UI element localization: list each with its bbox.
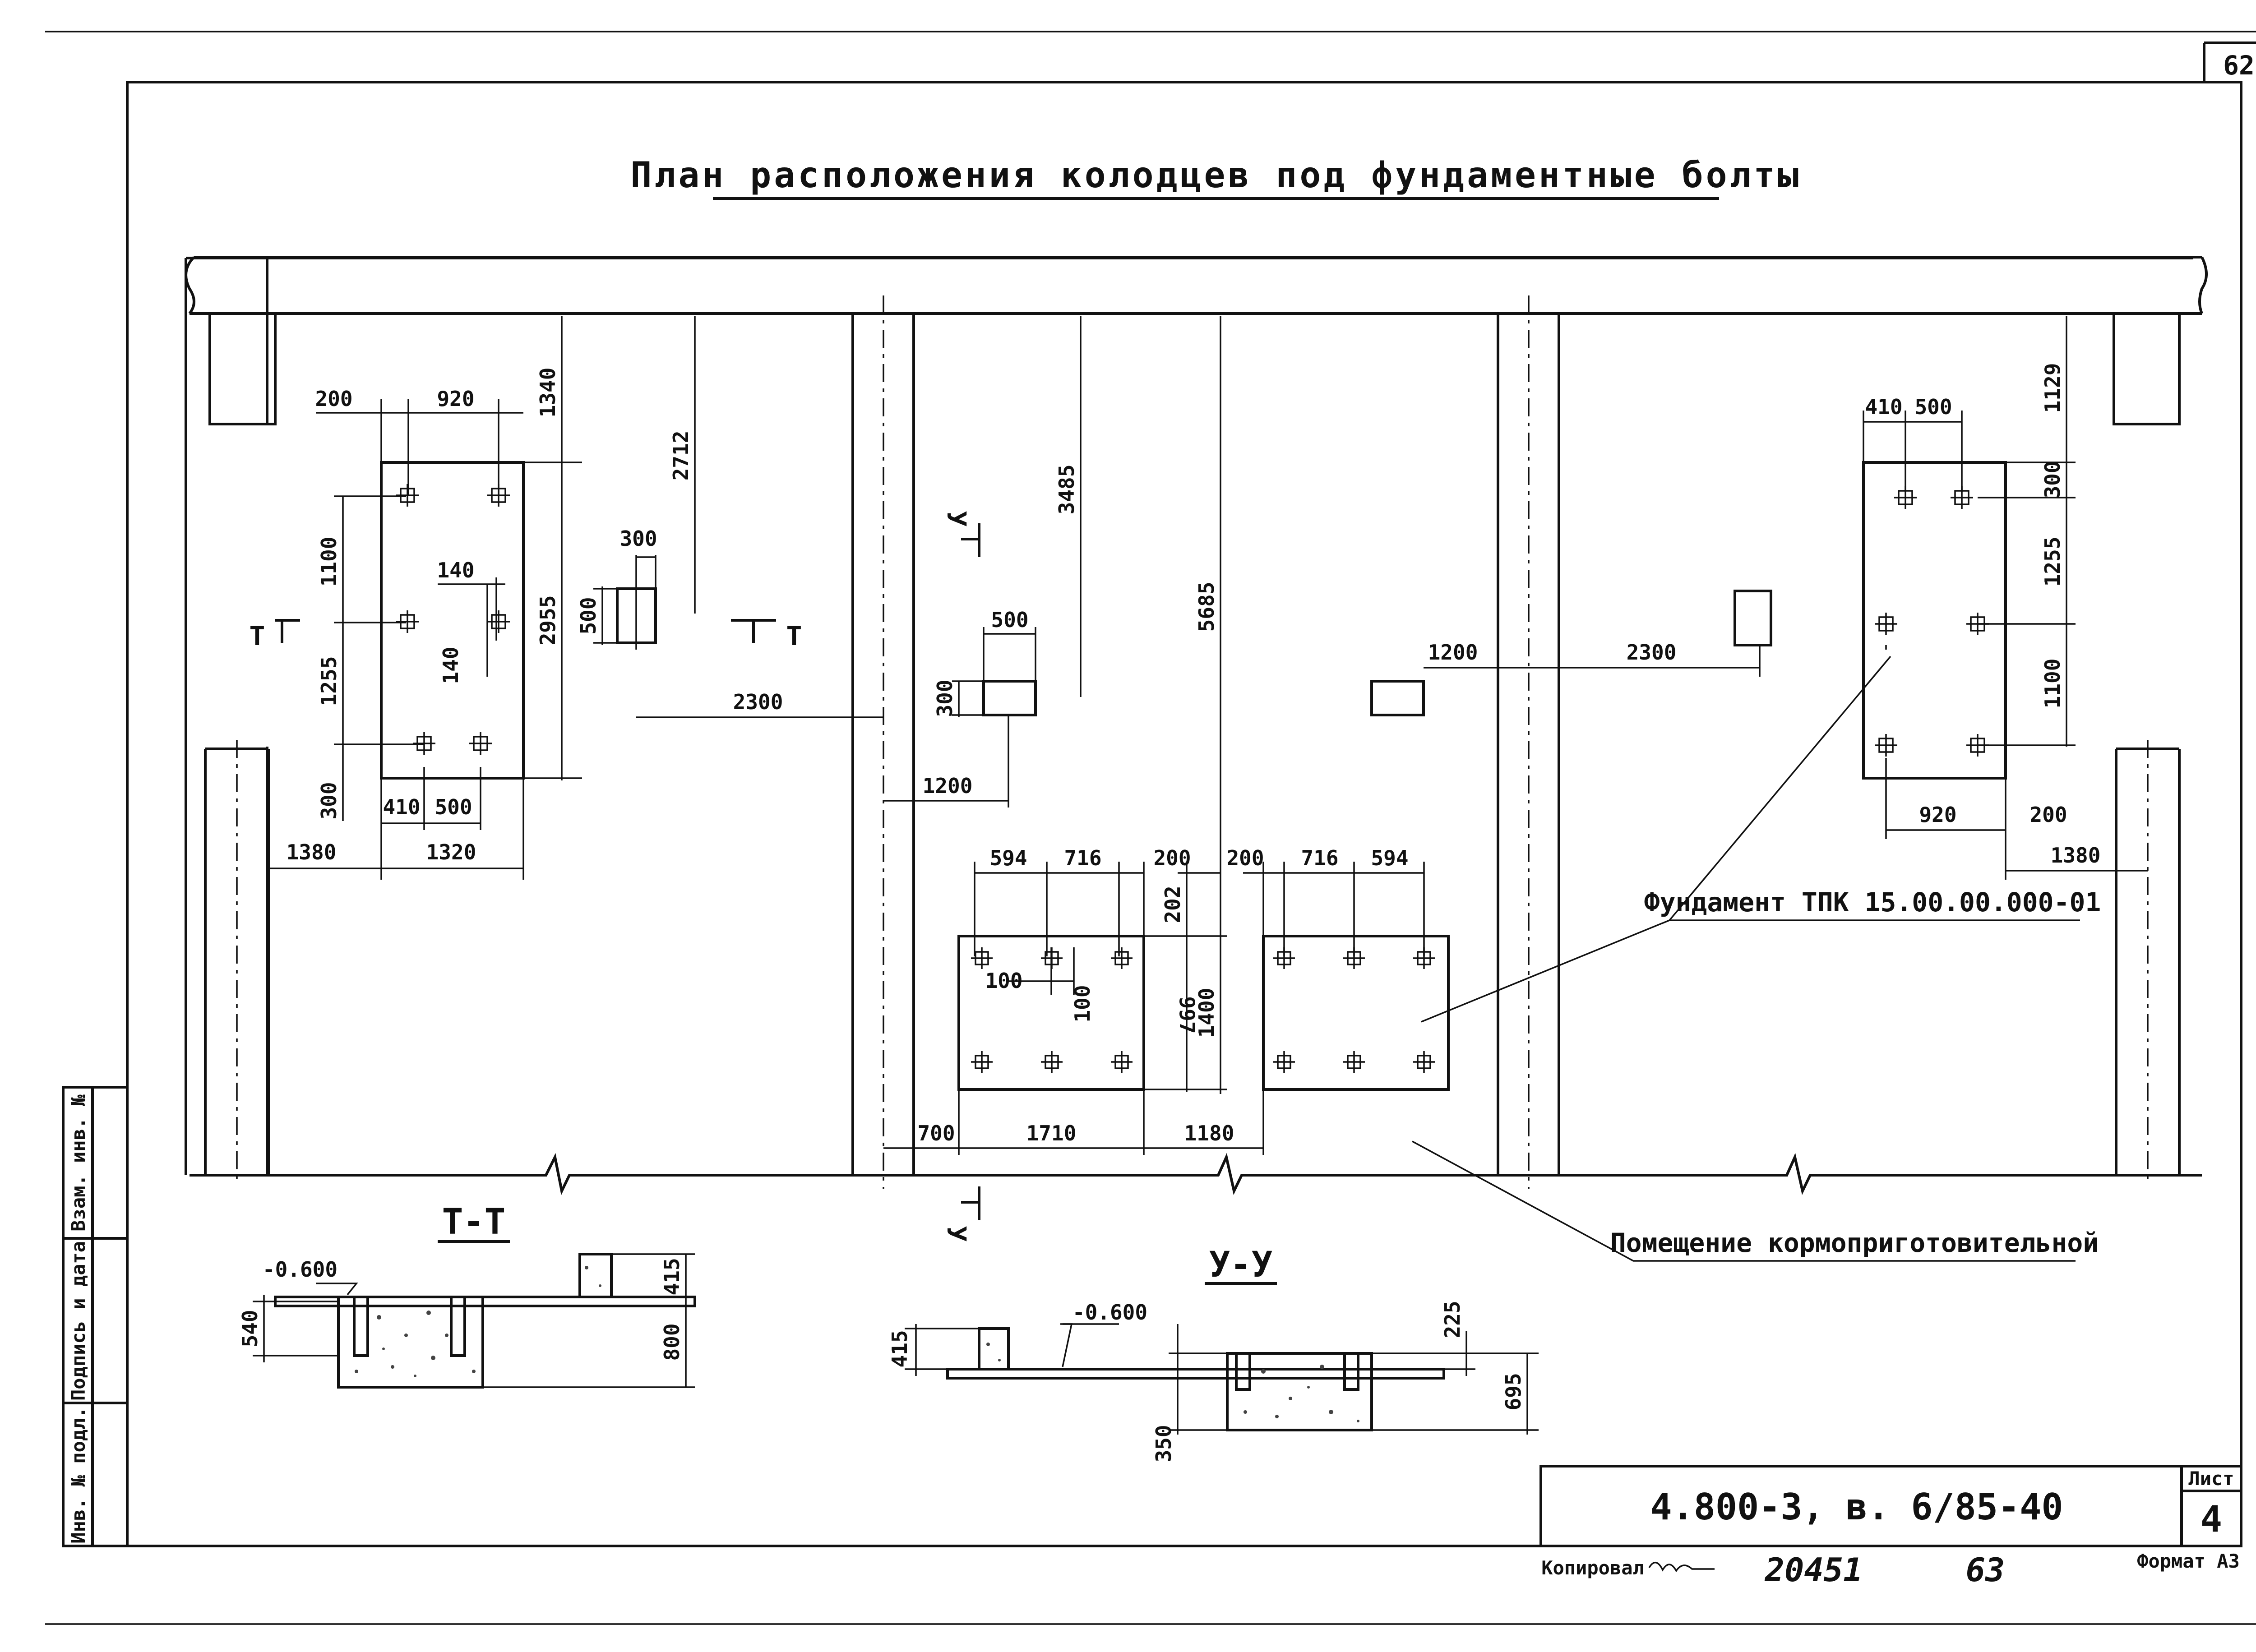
dim-100-a: 100 <box>985 969 1022 993</box>
dim-225: 225 <box>1440 1301 1465 1338</box>
page-hand: 63 <box>1966 1551 2005 1589</box>
dim-1100-left: 1100 <box>317 537 341 587</box>
dim-2712: 2712 <box>669 431 693 481</box>
page-frame <box>45 31 2256 1625</box>
dim-716-a: 716 <box>1064 846 1101 870</box>
section-uu <box>905 1323 1539 1435</box>
dim-700: 700 <box>917 1121 955 1145</box>
dim-1200-right: 1200 <box>1428 640 1478 664</box>
copied-label: Копировал <box>1541 1557 1644 1579</box>
stamp-podpis: Подпись и дата <box>67 1241 89 1401</box>
foundation-right <box>1862 461 2007 780</box>
dim-1255-left: 1255 <box>317 656 341 706</box>
building-walls <box>185 256 2208 1195</box>
dim-1129: 1129 <box>2040 363 2065 413</box>
dim-695: 695 <box>1501 1373 1526 1410</box>
dim-594-a: 594 <box>989 846 1027 870</box>
dim-lines-left <box>268 316 883 880</box>
dim-594-b: 594 <box>1371 846 1408 870</box>
dim-300-mid: 300 <box>933 679 957 717</box>
callout-leaders <box>1412 655 2080 1262</box>
cut-markers <box>275 523 980 1220</box>
title-block-list-number: 4 <box>2201 1498 2222 1540</box>
dim-800: 800 <box>660 1323 684 1361</box>
dim-300-right: 300 <box>2040 461 2065 498</box>
dim-350: 350 <box>1151 1425 1176 1462</box>
dim-lines-right <box>1424 316 2148 880</box>
dim-2300-right: 2300 <box>1627 640 1677 664</box>
level-0600-uu: -0.600 <box>1073 1300 1147 1324</box>
dim-415-uu: 415 <box>888 1330 912 1367</box>
dim-5685: 5685 <box>1194 582 1219 632</box>
section-tt-title: Т-Т <box>442 1202 506 1242</box>
dim-500-pit: 500 <box>576 597 601 634</box>
dim-716-b: 716 <box>1301 846 1338 870</box>
cut-label-t-left: Т <box>250 621 265 651</box>
dim-300-pit: 300 <box>619 526 657 551</box>
dim-1400: 1400 <box>1194 988 1219 1038</box>
dim-1340: 1340 <box>536 368 560 418</box>
dim-1200-mid: 1200 <box>923 774 973 798</box>
dim-1320: 1320 <box>426 840 476 864</box>
title-block-code: 4.800-3, в. 6/85-40 <box>1650 1486 2063 1528</box>
stamp-inv-podl: Инв. № подл. <box>67 1407 89 1543</box>
level-0600-tt: -0.600 <box>263 1257 337 1282</box>
dim-140-b: 140 <box>439 646 463 684</box>
dim-200-right: 200 <box>2029 803 2067 827</box>
dim-2955: 2955 <box>536 595 560 646</box>
callout-foundation: Фундамент ТПК 15.00.00.000-01 <box>1644 887 2101 918</box>
dim-1380-left: 1380 <box>287 840 337 864</box>
stamp-vzam: Взам. инв. № <box>67 1094 89 1231</box>
foundation-left <box>380 461 525 780</box>
dim-200-left: 200 <box>315 387 352 411</box>
cut-label-t-right: Т <box>786 621 802 651</box>
dim-3485: 3485 <box>1054 465 1079 515</box>
dim-200-b: 200 <box>1226 846 1264 870</box>
dim-500-right: 500 <box>1914 395 1952 419</box>
section-uu-title: У-У <box>1209 1245 1273 1285</box>
dim-202: 202 <box>1160 886 1185 923</box>
dim-920-left: 920 <box>437 387 474 411</box>
dim-1255-right: 1255 <box>2040 537 2065 587</box>
page-number: 62 <box>2223 50 2255 81</box>
dim-997: 997 <box>1175 996 1199 1034</box>
dim-500-mid: 500 <box>991 608 1028 632</box>
dim-1380-right: 1380 <box>2051 843 2101 868</box>
dim-1710: 1710 <box>1026 1121 1077 1145</box>
dim-100-b: 100 <box>1070 985 1095 1022</box>
title-block-list-label: Лист <box>2188 1467 2234 1490</box>
drawing-title: План расположения колодцев под фундамент… <box>630 155 1801 196</box>
dim-2300-left: 2300 <box>733 690 783 714</box>
callout-room: Помещение кормоприготовительной <box>1610 1227 2099 1258</box>
dim-lines-middle <box>883 316 1425 1155</box>
dim-500-left: 500 <box>435 795 472 819</box>
dim-1180: 1180 <box>1184 1121 1234 1145</box>
title-block <box>1539 1465 2242 1547</box>
foundation-middle-b <box>1262 935 1450 1091</box>
dim-920-right: 920 <box>1919 803 1956 827</box>
section-tt <box>253 1253 696 1389</box>
copier-signature <box>1648 1562 1715 1573</box>
dim-540: 540 <box>238 1310 262 1347</box>
dim-140-a: 140 <box>437 558 474 582</box>
dim-415-tt: 415 <box>660 1258 684 1295</box>
format-label: Формат А3 <box>2137 1550 2240 1572</box>
dim-410-right: 410 <box>1865 395 1902 419</box>
copy-number: 20451 <box>1764 1551 1863 1589</box>
cut-label-u-bottom: У <box>941 1226 972 1242</box>
dim-410-left: 410 <box>383 795 420 819</box>
cut-label-u-top: У <box>941 511 972 527</box>
dim-1100-right: 1100 <box>2040 659 2065 709</box>
side-stamp <box>62 1086 129 1547</box>
dim-200-a: 200 <box>1153 846 1191 870</box>
dim-300-left: 300 <box>317 782 341 819</box>
